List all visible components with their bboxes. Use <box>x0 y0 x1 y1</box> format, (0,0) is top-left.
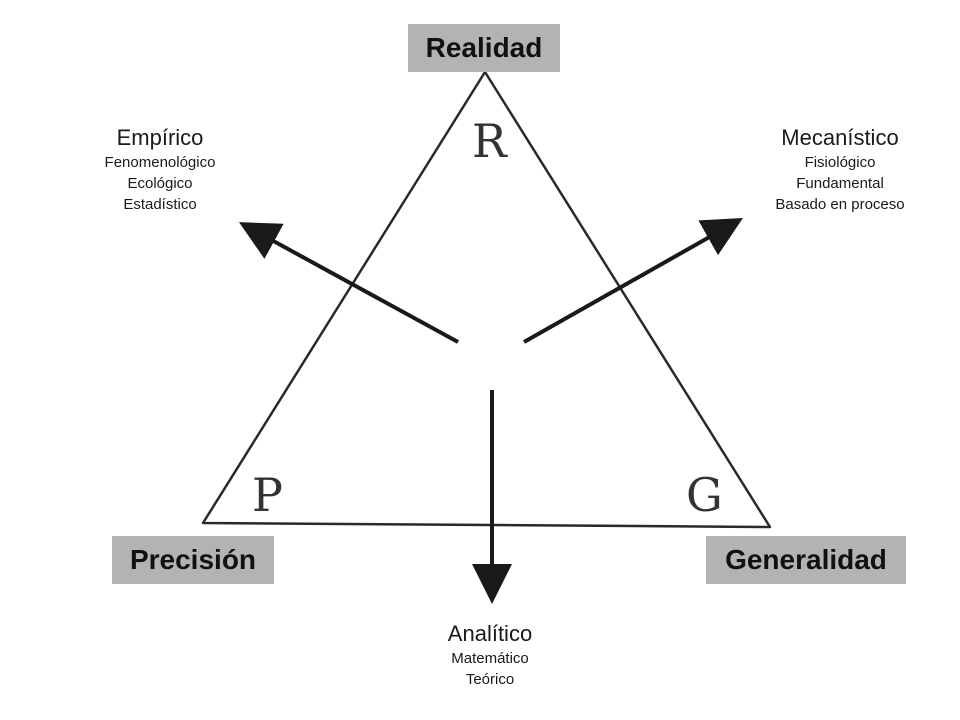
approach-item: Matemático <box>451 650 529 667</box>
arrow-mecanistico <box>523 218 743 344</box>
approach-empirico: Empírico Fenomenológico Ecológico Estadí… <box>60 124 260 215</box>
approach-item: Fisiológico <box>804 154 876 171</box>
approach-item: Estadístico <box>123 196 197 213</box>
corner-letter-r: R <box>472 114 507 168</box>
approach-item: Basado en proceso <box>775 196 905 213</box>
vertex-label-realidad: Realidad <box>408 24 560 72</box>
approach-item: Ecológico <box>127 175 193 192</box>
approach-mecanistico: Mecanístico Fisiológico Fundamental Basa… <box>740 124 940 215</box>
arrow-empirico <box>238 222 459 344</box>
vertex-label-generalidad: Generalidad <box>706 536 906 584</box>
approach-item: Fundamental <box>796 175 884 192</box>
vertex-label-precision: Precisión <box>112 536 274 584</box>
approach-title: Analítico <box>447 621 533 646</box>
approach-analitico: Analítico Matemático Teórico <box>390 620 590 690</box>
triangle-outline <box>201 70 772 529</box>
approach-item: Fenomenológico <box>104 154 216 171</box>
approach-title: Empírico <box>116 125 204 150</box>
corner-letter-p: P <box>252 468 283 522</box>
approach-title: Mecanístico <box>781 125 899 150</box>
corner-letter-g: G <box>686 468 723 522</box>
approach-item: Teórico <box>465 671 515 688</box>
